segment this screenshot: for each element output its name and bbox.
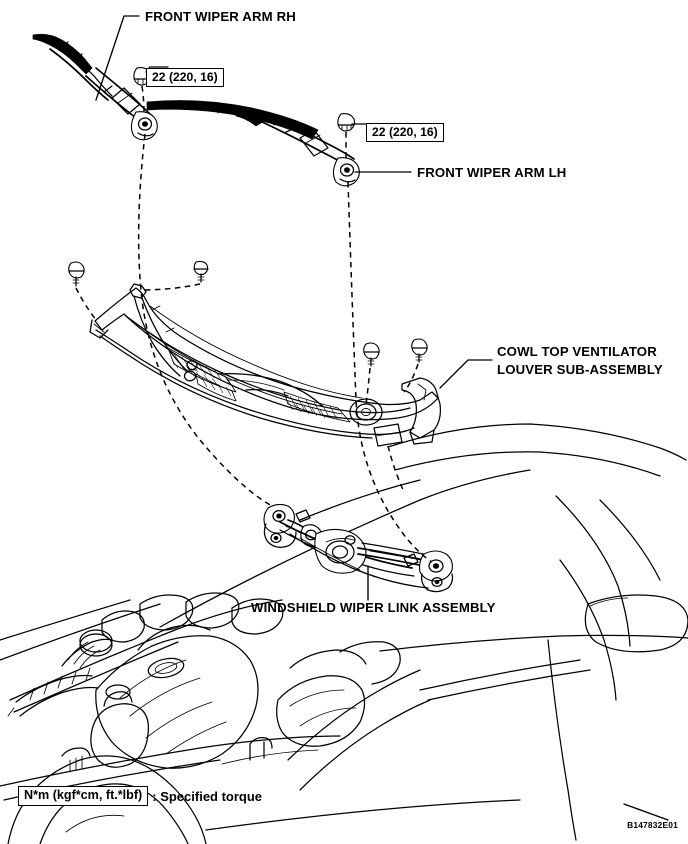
dashed-line-rh-nut <box>141 85 145 113</box>
callout-front-wiper-arm-rh: FRONT WIPER ARM RH <box>145 9 296 24</box>
leader-cowl-louver <box>439 359 493 389</box>
cowl-top-ventilator-louver <box>89 283 441 447</box>
dashed-line-screw-3 <box>365 367 371 405</box>
windshield-wiper-link-assembly <box>263 503 454 593</box>
dashed-line-screw-2 <box>139 283 201 291</box>
leader-wiper-arm-rh <box>95 15 140 101</box>
dashed-line-rh-arm-to-link <box>137 133 273 507</box>
dashed-line-cowl-to-body <box>387 445 405 493</box>
torque-legend-note: : Specified torque <box>152 788 263 804</box>
torque-legend: N*m (kgf*cm, ft.*lbf) : Specified torque <box>18 786 262 806</box>
torque-spec-rh: 22 (220, 16) <box>146 68 224 87</box>
callout-cowl-top-ventilator-line2: LOUVER SUB-ASSEMBLY <box>497 362 663 377</box>
callout-windshield-wiper-link-assembly: WINDSHIELD WIPER LINK ASSEMBLY <box>251 600 496 615</box>
dashed-line-screw-4 <box>403 363 419 393</box>
dashed-line-lh-arm-to-link <box>347 181 433 563</box>
wiper-arm-cap-nut-lh <box>337 113 356 132</box>
callout-front-wiper-arm-lh: FRONT WIPER ARM LH <box>417 165 567 180</box>
dashed-line-screw-1 <box>75 287 97 321</box>
cowl-screw-3 <box>363 342 380 367</box>
front-wiper-arm-rh <box>32 33 158 141</box>
front-wiper-arm-lh <box>146 100 360 187</box>
vehicle-body-outline <box>7 423 688 844</box>
cowl-screw-4 <box>411 338 428 363</box>
torque-legend-unit-box: N*m (kgf*cm, ft.*lbf) <box>18 786 149 806</box>
torque-spec-lh: 22 (220, 16) <box>366 123 444 142</box>
leader-figure-id <box>623 803 669 821</box>
callout-cowl-top-ventilator-line1: COWL TOP VENTILATOR <box>497 344 657 359</box>
figure-id-code: B147832E01 <box>627 820 678 830</box>
cowl-screw-1 <box>68 261 85 287</box>
callout-leader-lines <box>95 15 669 821</box>
assembly-dashed-lines <box>75 85 433 563</box>
cowl-screw-2 <box>193 260 209 283</box>
